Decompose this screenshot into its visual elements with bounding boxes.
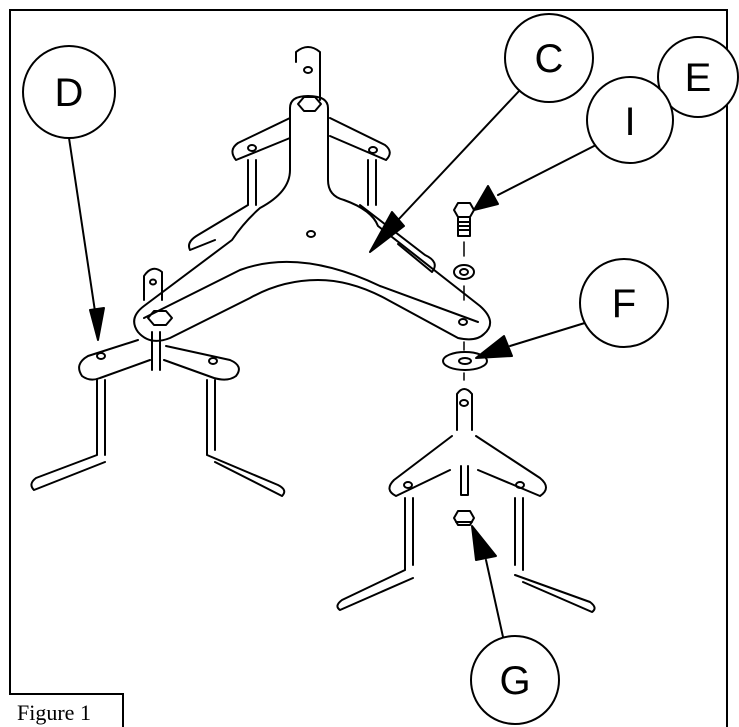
arrowhead-d [89, 307, 105, 341]
rear-left-hole [247, 144, 257, 152]
callout-d-circle [22, 45, 116, 139]
rear-left-leg [188, 159, 257, 251]
callout-i-letter: I [624, 100, 635, 144]
callout-e-circle [657, 36, 739, 118]
lower-upright-hole [459, 399, 469, 407]
callout-d: D [22, 45, 116, 139]
hex-nut-g-icon [453, 510, 475, 526]
rear-right-cross-bar [329, 117, 391, 161]
callout-i-circle [586, 76, 674, 164]
lower-left-plate [78, 339, 240, 381]
lower-stand [336, 388, 596, 613]
lower-stand-upright [456, 388, 473, 431]
callout-g: G [470, 635, 560, 725]
main-plate-right-hole [458, 318, 468, 326]
upper-stand-assembly [30, 46, 491, 497]
exploded-hardware [442, 202, 488, 381]
leader-c [397, 89, 521, 221]
front-bolt-shank [151, 331, 161, 371]
arrowhead-i [473, 185, 499, 211]
front-right-leg [206, 379, 286, 497]
front-left-leg [30, 379, 106, 491]
bolt-i-head-icon [453, 202, 475, 218]
leader-d [68, 137, 97, 319]
front-bolt-head-icon [147, 310, 173, 326]
arrowhead-c [369, 211, 405, 253]
arrowhead-g [471, 525, 497, 561]
lower-stand-arms [388, 435, 547, 497]
callout-e: E [657, 36, 739, 118]
figure-caption: Figure 1 [9, 693, 124, 727]
callout-f-circle [579, 258, 669, 348]
main-plate-center-hole [306, 230, 316, 238]
callout-c: C [504, 13, 594, 103]
callout-leaders [68, 89, 597, 656]
callout-c-circle [504, 13, 594, 103]
main-tri-plate [133, 95, 491, 342]
rear-right-leg [359, 159, 436, 273]
left-tab-hole [149, 278, 157, 286]
rear-right-hole [368, 146, 378, 154]
lower-arm-hole-left [403, 481, 413, 489]
lower-right-leg [514, 497, 596, 613]
callout-g-letter: G [499, 659, 530, 703]
figure-frame [9, 9, 728, 727]
flat-washer-f-icon [442, 351, 488, 371]
callout-i: I [586, 76, 674, 164]
lock-washer-icon [453, 264, 475, 280]
lower-stand-stud [460, 465, 469, 496]
bolt-i-threads [457, 217, 471, 237]
lower-left-plate-hole-b [208, 357, 218, 365]
lower-left-plate-hole-a [96, 352, 106, 360]
arrowhead-f [475, 335, 513, 359]
lower-left-leg [336, 497, 414, 611]
callout-f: F [579, 258, 669, 348]
lower-arm-hole-right [515, 481, 525, 489]
lock-washer-hole [459, 268, 469, 276]
leader-f [509, 321, 589, 347]
callout-g-circle [470, 635, 560, 725]
left-upright-tab [143, 267, 163, 301]
callout-c-letter: C [535, 37, 564, 81]
callout-d-letter: D [55, 71, 84, 115]
main-tri-plate-edge [143, 260, 479, 323]
callout-e-letter: E [685, 56, 712, 100]
flat-washer-f-hole [458, 357, 472, 365]
rear-left-cross-bar [231, 117, 291, 161]
leader-i [497, 144, 597, 196]
callout-f-letter: F [612, 282, 636, 326]
back-tab-hole [303, 66, 313, 74]
top-bolt-head-icon [297, 96, 322, 112]
back-upright-tab [295, 46, 321, 101]
